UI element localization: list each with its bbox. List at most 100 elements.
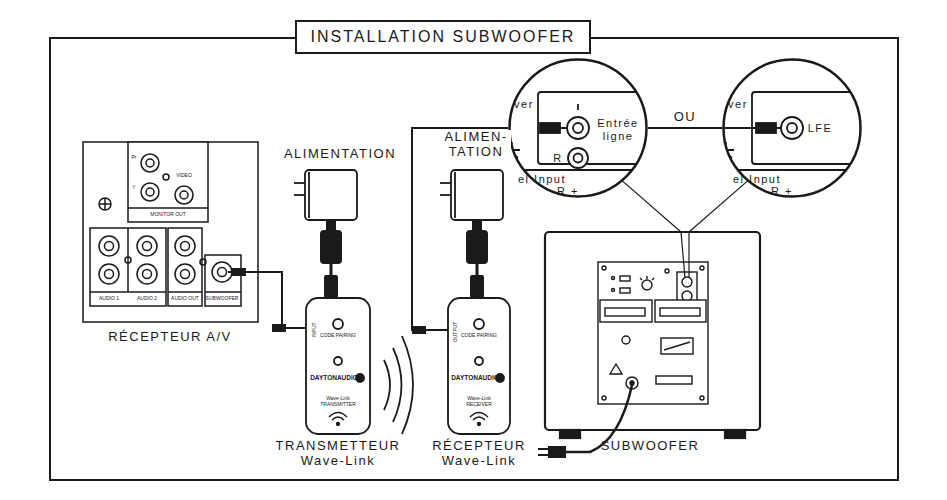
rca-jack [175,236,195,256]
panel-label: ver [728,98,748,111]
panel-label: OUTPUT [453,322,459,343]
panel-label: AUDIO 2 [137,296,157,302]
power-adapter [308,172,310,218]
amplifier-panel [660,308,700,316]
power-cable [472,220,482,230]
power-cord [538,454,548,456]
screw-symbol [99,174,206,265]
zoom-detail [722,127,756,129]
wave-link-receiver: OUTPUTCODE PAIRINGDAYTONAUDIOWave-Link R… [433,296,523,472]
panel-label: AUDIO 1 [99,296,119,302]
rca-jack [137,236,157,256]
av-receiver-panel [205,255,241,306]
amplifier-panel [630,381,634,385]
amplifier-panel [605,308,645,316]
device-heading: TRANSMETTEUR Wave-Link [258,439,418,469]
device-heading: RÉCEPTEUR Wave-Link [419,439,539,469]
radio-waves [384,336,413,434]
power-adapter [305,170,357,220]
wireless-icon [329,413,347,418]
av-receiver-panel [90,228,166,306]
rca-jack [143,270,152,279]
wireless-icon [478,423,481,426]
rca-jack [146,188,154,196]
rca-jack [137,264,157,284]
amplifier-panel [661,338,693,354]
screw-symbol [104,198,106,210]
zoom-detail [508,169,650,171]
rca-jack [218,268,227,277]
panel-label: R + [771,185,793,198]
title-box: INSTALLATION SUBWOOFER [295,20,592,54]
cable [262,272,293,328]
amplifier-panel [665,269,669,273]
zoom-detail [568,148,588,168]
zoom-detail [540,123,560,133]
amplifier-panel [602,396,606,400]
device-heading: RÉCEPTEUR A/V [108,330,232,345]
wave-link-device [448,298,510,434]
power-cable [330,264,333,275]
amplifier-panel [598,262,708,404]
amplifier-panel [610,364,622,374]
panel-label: CODE PAIRING [461,333,497,339]
rca-jack [180,191,188,199]
audio-cable [232,268,246,276]
panel-label: Wave-Link RECEIVER [457,396,501,408]
power-adapter [454,172,456,218]
amplifier-panel [700,396,704,400]
rca-jack [146,159,154,167]
panel-label: Y [132,185,135,191]
zoom-detail [756,123,776,133]
screw-symbol [163,174,169,180]
subwoofer-cabinet [725,430,745,438]
zoom-detail [781,117,803,139]
zoom-detail [728,149,734,151]
av-receiver: PrYVIDEOMONITOR OUTAUDIO 1AUDIO 2AUDIO O… [80,140,262,348]
panel-label: ver [514,98,534,111]
amplifier-panel [664,342,690,350]
amplifier-panel [655,300,706,322]
power-cord [538,448,548,450]
wave-link-device [474,319,484,329]
wave-link-transmitter: INPUTCODE PAIRINGDAYTONAUDIOWave-Link TR… [293,296,383,472]
av-receiver-panel [90,291,166,293]
wireless-icon [337,423,340,426]
av-receiver-panel [168,291,202,293]
power-cable [324,275,338,298]
zoom-detail [722,92,882,170]
zoom-detail [567,117,589,139]
panel-label: Pr [132,155,137,161]
subwoofer-cabinet [560,430,580,438]
screw-symbol [200,259,206,265]
panel-label: SUBWOOFER [206,296,239,302]
radio-waves [402,336,413,434]
av-receiver-panel [128,207,208,209]
leader-line [689,181,748,232]
leader-line [681,232,689,278]
amplifier-panel [677,272,697,304]
zoom-circle: verREntrée ligneel InputR + [508,58,648,198]
frame [50,38,898,480]
zoom-detail [574,154,583,163]
wireless-icon [332,417,344,420]
power-adapter [440,194,451,196]
amplifier-panel [598,262,708,404]
av-receiver-panel [127,228,129,292]
screw-symbol [125,257,131,263]
amplifier-panel [640,276,654,280]
power-label: ALIMENTATION [284,147,396,162]
radio-waves [384,360,390,410]
power-cable [476,264,479,275]
rca-jack [99,264,119,284]
radio-waves [393,348,402,422]
amplifier-panel [642,280,652,290]
amplifier-panel [656,376,692,384]
rca-jack [181,270,190,279]
panel-label: R + [557,185,579,198]
amplifier-panel [700,266,704,270]
wave-link-device [333,319,343,329]
rca-jack [175,264,195,284]
power-adapter [451,170,503,220]
